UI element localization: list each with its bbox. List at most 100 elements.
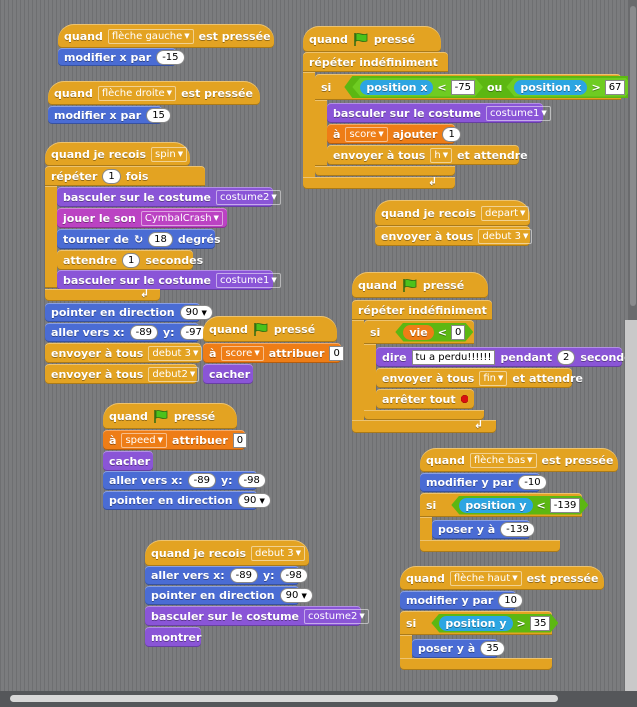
less-than-operator[interactable]: position y < -139 xyxy=(451,496,588,515)
switch-costume-block[interactable]: basculer sur le costume costume1▼ xyxy=(327,103,551,123)
costume-dropdown[interactable]: costume2▼ xyxy=(304,608,369,624)
or-operator[interactable]: position x < -75 ou position x > 67 xyxy=(344,76,637,98)
text-input[interactable]: tu a perdu!!!!!! xyxy=(411,349,496,365)
set-variable-block[interactable]: à speed▼ attribuer 0 xyxy=(103,430,248,450)
vertical-scrollbar-thumb[interactable] xyxy=(630,6,636,306)
change-x-block[interactable]: modifier x par 15 xyxy=(48,106,171,124)
hide-block[interactable]: cacher xyxy=(203,364,253,384)
if-block[interactable]: si position y > 35 xyxy=(400,611,552,635)
costume-dropdown[interactable]: costume2▼ xyxy=(216,189,281,205)
less-than-operator[interactable]: vie < 0 xyxy=(395,323,473,342)
wait-block[interactable]: attendre 1 secondes xyxy=(57,250,203,270)
hat-receive-depart[interactable]: quand je recois depart▼ xyxy=(375,200,530,226)
position-x-reporter[interactable]: position x xyxy=(360,80,433,95)
set-variable-block[interactable]: à score▼ attribuer 0 xyxy=(203,343,344,363)
direction-input[interactable]: 90 ▼ xyxy=(179,305,213,320)
number-input[interactable]: 0 xyxy=(329,345,344,361)
number-input[interactable]: 0 xyxy=(451,325,465,340)
direction-input[interactable]: 90 ▼ xyxy=(279,588,313,603)
play-sound-block[interactable]: jouer le son CymbalCrash▼ xyxy=(57,208,227,228)
position-x-reporter[interactable]: position x xyxy=(514,80,587,95)
costume-dropdown[interactable]: costume1▼ xyxy=(486,105,551,121)
hide-block[interactable]: cacher xyxy=(103,451,153,471)
point-direction-block[interactable]: pointer en direction 90 ▼ xyxy=(145,586,313,605)
switch-costume-block[interactable]: basculer sur le costume costume2▼ xyxy=(145,606,369,626)
number-input[interactable]: 1 xyxy=(442,126,461,142)
message-dropdown[interactable]: debut 3▼ xyxy=(148,345,203,361)
message-dropdown[interactable]: debut 3▼ xyxy=(251,545,306,561)
hat-green-flag[interactable]: quand pressé xyxy=(303,26,441,52)
number-input[interactable]: -15 xyxy=(156,49,185,65)
number-input[interactable]: -75 xyxy=(451,80,475,95)
broadcast-block[interactable]: envoyer à tous debut 3▼ xyxy=(375,226,533,246)
number-input[interactable]: -139 xyxy=(550,498,581,513)
if-block[interactable]: si vie < 0 xyxy=(364,320,474,344)
repeat-block[interactable]: répéter 1 fois xyxy=(45,166,205,186)
y-input[interactable]: -98 xyxy=(237,473,266,488)
greater-than-operator[interactable]: position x > 67 xyxy=(506,78,633,97)
hat-green-flag[interactable]: quand pressé xyxy=(203,316,337,342)
point-direction-block[interactable]: pointer en direction 90 ▼ xyxy=(45,303,213,322)
number-input[interactable]: 2 xyxy=(557,349,576,365)
set-y-block[interactable]: poser y à 35 xyxy=(412,639,505,658)
costume-dropdown[interactable]: costume1▼ xyxy=(216,272,281,288)
number-input[interactable]: 1 xyxy=(102,168,121,184)
number-input[interactable]: 1 xyxy=(122,252,141,268)
turn-block[interactable]: tourner de ↻ 18 degrés xyxy=(57,229,221,249)
goto-xy-block[interactable]: aller vers x: -89 y: -98 xyxy=(145,566,308,585)
goto-xy-block[interactable]: aller vers x: -89 y: -98 xyxy=(103,471,266,490)
y-input[interactable]: -98 xyxy=(279,568,308,583)
hat-receive-debut3[interactable]: quand je recois debut 3▼ xyxy=(145,540,309,566)
vie-variable-reporter[interactable]: vie xyxy=(403,325,433,340)
change-y-block[interactable]: modifier y par -10 xyxy=(420,473,547,492)
hat-receive-spin[interactable]: quand je recois spin▼ xyxy=(45,142,190,166)
horizontal-scrollbar-thumb[interactable] xyxy=(10,695,558,702)
variable-dropdown[interactable]: speed▼ xyxy=(121,432,168,448)
broadcast-and-wait-block[interactable]: envoyer à tous h▼ et attendre xyxy=(327,145,528,165)
number-input[interactable]: 67 xyxy=(605,80,626,95)
change-y-block[interactable]: modifier y par 10 xyxy=(400,591,523,610)
hat-green-flag[interactable]: quand pressé xyxy=(103,403,237,429)
message-dropdown[interactable]: fin▼ xyxy=(479,370,508,386)
number-input[interactable]: 10 xyxy=(498,593,523,608)
broadcast-block[interactable]: envoyer à tous debut 3▼ xyxy=(45,343,203,363)
show-block[interactable]: montrer xyxy=(145,627,201,647)
x-input[interactable]: -89 xyxy=(187,473,216,488)
horizontal-scrollbar[interactable] xyxy=(0,691,637,707)
variable-dropdown[interactable]: score▼ xyxy=(221,345,264,361)
sound-dropdown[interactable]: CymbalCrash▼ xyxy=(140,210,223,226)
vertical-scrollbar[interactable] xyxy=(628,0,637,320)
variable-dropdown[interactable]: score▼ xyxy=(345,126,388,142)
greater-than-operator[interactable]: position y > 35 xyxy=(431,614,558,633)
goto-xy-block[interactable]: aller vers x: -89 y: -97 xyxy=(45,323,208,342)
set-y-block[interactable]: poser y à -139 xyxy=(432,520,535,539)
message-dropdown[interactable]: depart▼ xyxy=(481,205,530,221)
x-input[interactable]: -89 xyxy=(229,568,258,583)
if-block[interactable]: si position x < -75 ou position x > 67 xyxy=(315,74,621,100)
number-input[interactable]: 18 xyxy=(148,231,173,247)
less-than-operator[interactable]: position x < -75 xyxy=(352,78,483,97)
hat-key-down[interactable]: quand flèche bas▼ est pressée xyxy=(420,448,618,472)
point-direction-block[interactable]: pointer en direction 90 ▼ xyxy=(103,491,271,510)
stop-all-block[interactable]: arrêter tout xyxy=(376,389,474,409)
number-input[interactable]: 35 xyxy=(480,641,505,656)
hat-key-up[interactable]: quand flèche haut▼ est pressée xyxy=(400,566,604,590)
say-for-secs-block[interactable]: dire tu a perdu!!!!!! pendant 2 secondes xyxy=(376,347,637,367)
key-dropdown[interactable]: flèche gauche▼ xyxy=(107,28,194,44)
hat-key-left[interactable]: quand flèche gauche▼ est pressée xyxy=(58,24,274,48)
number-input[interactable]: 35 xyxy=(530,616,551,631)
key-dropdown[interactable]: flèche haut▼ xyxy=(449,570,522,586)
key-dropdown[interactable]: flèche droite▼ xyxy=(97,85,177,101)
switch-costume-block[interactable]: basculer sur le costume costume1▼ xyxy=(57,270,281,290)
x-input[interactable]: -89 xyxy=(129,325,158,340)
change-x-block[interactable]: modifier x par -15 xyxy=(58,48,185,66)
number-input[interactable]: -10 xyxy=(518,475,547,490)
hat-key-right[interactable]: quand flèche droite▼ est pressée xyxy=(48,81,260,105)
forever-block[interactable]: répéter indéfiniment xyxy=(303,52,448,72)
forever-block[interactable]: répéter indéfiniment xyxy=(352,300,492,320)
change-variable-block[interactable]: à score▼ ajouter 1 xyxy=(327,124,461,144)
position-y-reporter[interactable]: position y xyxy=(459,498,532,513)
hat-green-flag[interactable]: quand pressé xyxy=(352,272,488,298)
message-dropdown[interactable]: h▼ xyxy=(430,147,453,163)
message-dropdown[interactable]: spin▼ xyxy=(151,146,188,162)
